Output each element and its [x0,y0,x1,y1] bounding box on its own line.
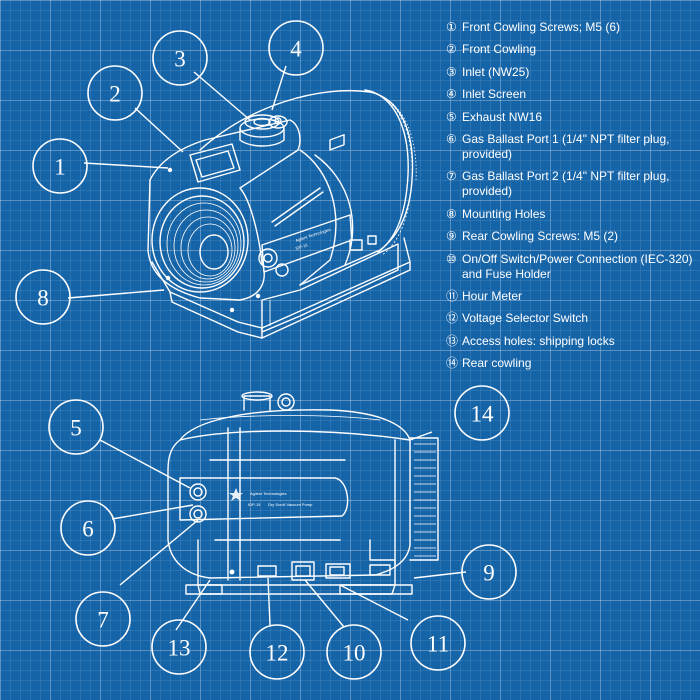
legend-text: Hour Meter [462,288,523,303]
legend-text: Voltage Selector Switch [462,311,589,326]
svg-text:1: 1 [54,155,66,180]
legend-number: ⑧ [446,206,457,221]
callout-5: 5 [48,399,104,455]
legend-text: Inlet (NW25) [462,64,530,79]
svg-text:3: 3 [174,47,186,72]
legend-text: Front Cowling [462,42,537,57]
side-label-subtitle: Dry Scroll Vacuum Pump [268,502,313,507]
side-label-model: IDP-15 [248,502,261,507]
callout-10: 10 [326,624,382,680]
legend-text: Front Cowling Screws; M5 (6) [462,20,621,34]
pump-front-view: Agilent Technologies IDP-15 [147,89,417,339]
front-label-model: IDP-15 [295,242,309,251]
rear-cowling-ribs [414,443,436,557]
legend-text: Rear Cowling Screws: M5 (2) [462,229,619,244]
legend-number: ④ [446,87,457,102]
svg-text:8: 8 [37,286,49,311]
legend-item: ⑧ Mounting Holes [446,207,696,222]
legend-text: Exhaust NW16 [462,109,543,124]
legend-item: ③ Inlet (NW25) [446,65,696,80]
legend-item: ⑦ Gas Ballast Port 2 (1/4" NPT filter plu… [446,169,696,199]
callout-4: 4 [268,20,324,76]
svg-text:9: 9 [483,561,495,586]
callout-14: 14 [454,385,510,441]
legend-number: ① [446,20,457,34]
legend-number: ⑬ [446,333,459,348]
svg-text:6: 6 [82,517,94,542]
callout-11: 11 [410,615,466,671]
svg-text:13: 13 [168,636,191,661]
legend-number: ⑩ [446,251,457,266]
legend-number: ② [446,42,457,57]
legend-number: ⑥ [446,131,457,146]
svg-text:2: 2 [109,82,121,107]
parts-legend: ① Front Cowling Screws; M5 (6) ② Front Cowl… [446,20,696,378]
svg-text:11: 11 [427,632,449,657]
svg-text:5: 5 [70,416,82,441]
legend-item: ⑩ On/Off Switch/Power Connection (IEC-320… [446,252,696,282]
svg-text:10: 10 [343,641,366,666]
legend-text: Inlet Screen [462,87,527,102]
callout-6: 6 [60,500,116,556]
legend-number: ⑭ [446,356,459,371]
side-label-brand: Agilent Technologies [250,491,287,496]
legend-item: ⑨ Rear Cowling Screws: M5 (2) [446,229,696,244]
legend-number: ⑦ [446,169,457,184]
callout-3: 3 [152,30,208,86]
callout-7: 7 [75,591,131,647]
legend-number: ③ [446,64,457,79]
legend-text: Gas Ballast Port 1 (1/4" NPT filter plug… [462,131,670,161]
callout-13: 13 [151,619,207,675]
svg-text:14: 14 [471,402,495,427]
legend-number: ⑨ [446,229,457,244]
legend-text: Gas Ballast Port 2 (1/4" NPT filter plug… [462,169,670,199]
svg-text:4: 4 [290,37,302,62]
legend-text: On/Off Switch/Power Connection (IEC-320)… [462,251,693,281]
legend-text: Rear cowling [462,356,532,371]
legend-text: Access holes: shipping locks [462,333,615,348]
front-label-brand: Agilent Technologies [295,227,331,243]
callout-2: 2 [87,65,143,121]
legend-number: ⑤ [446,109,457,124]
leader-lines [67,65,467,631]
callout-9: 9 [461,544,517,600]
legend-number: ⑫ [446,311,459,326]
legend-number: ⑪ [446,288,459,303]
legend-item: ⑤ Exhaust NW16 [446,110,696,125]
callout-12: 12 [249,624,305,680]
legend-item: ② Front Cowling [446,42,696,57]
legend-item: ① Front Cowling Screws; M5 (6) [446,20,696,35]
svg-text:7: 7 [97,608,109,633]
pump-side-view: Agilent Technologies IDP-15 Dry Scroll V… [167,391,439,595]
svg-text:12: 12 [266,641,289,666]
legend-text: Mounting Holes [462,206,546,221]
legend-item: ⑥ Gas Ballast Port 1 (1/4" NPT filter plu… [446,132,696,162]
callout-8: 8 [15,269,71,325]
legend-item: ④ Inlet Screen [446,87,696,102]
callout-1: 1 [32,138,88,194]
